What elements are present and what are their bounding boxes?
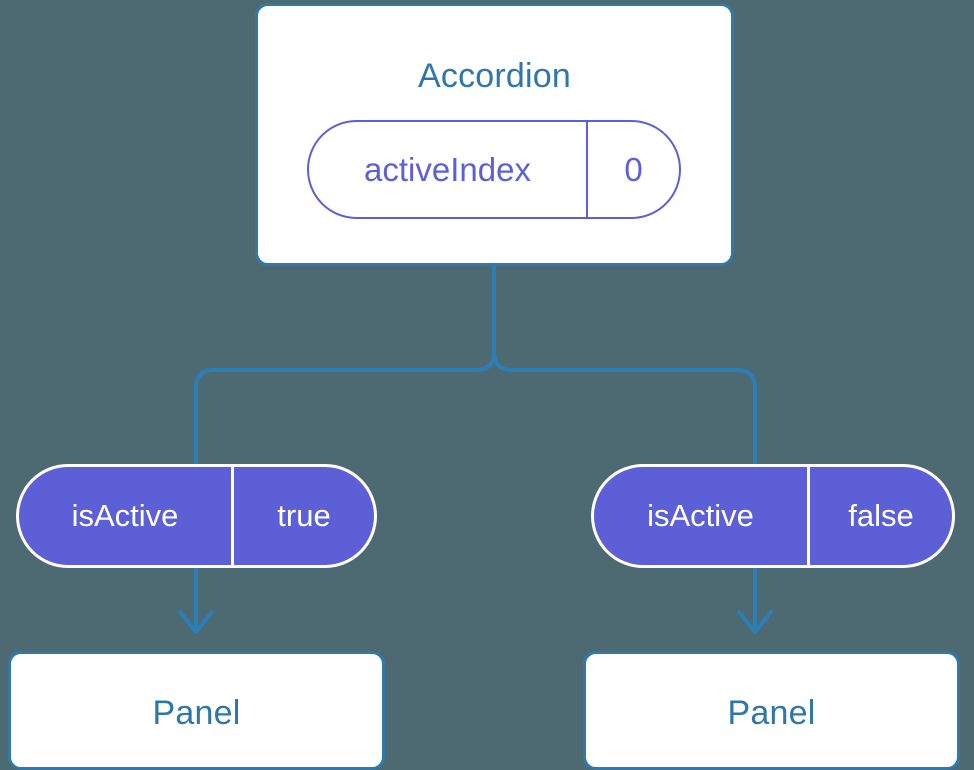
state-pill-active-index: activeIndex 0 <box>307 120 681 219</box>
panel-title-left: Panel <box>152 694 241 732</box>
connector-branch-left <box>194 264 496 469</box>
state-pill-key: activeIndex <box>309 122 588 217</box>
accordion-title: Accordion <box>418 57 571 95</box>
panel-title-right: Panel <box>727 694 816 732</box>
state-pill-value: 0 <box>624 150 643 188</box>
prop-pill-right-key: isActive <box>594 467 810 565</box>
prop-pill-is-active-true: isActive true <box>16 464 377 568</box>
panel-component-card-right: Panel <box>583 651 960 770</box>
arrow-head-right <box>737 610 773 634</box>
connector-branch-right <box>492 264 757 469</box>
prop-pill-left-value: true <box>277 498 331 533</box>
arrow-head-left <box>178 610 214 634</box>
prop-pill-is-active-false: isActive false <box>591 464 955 568</box>
prop-pill-left-key: isActive <box>19 467 234 565</box>
panel-component-card-left: Panel <box>8 651 385 770</box>
prop-pill-right-value: false <box>848 498 914 533</box>
